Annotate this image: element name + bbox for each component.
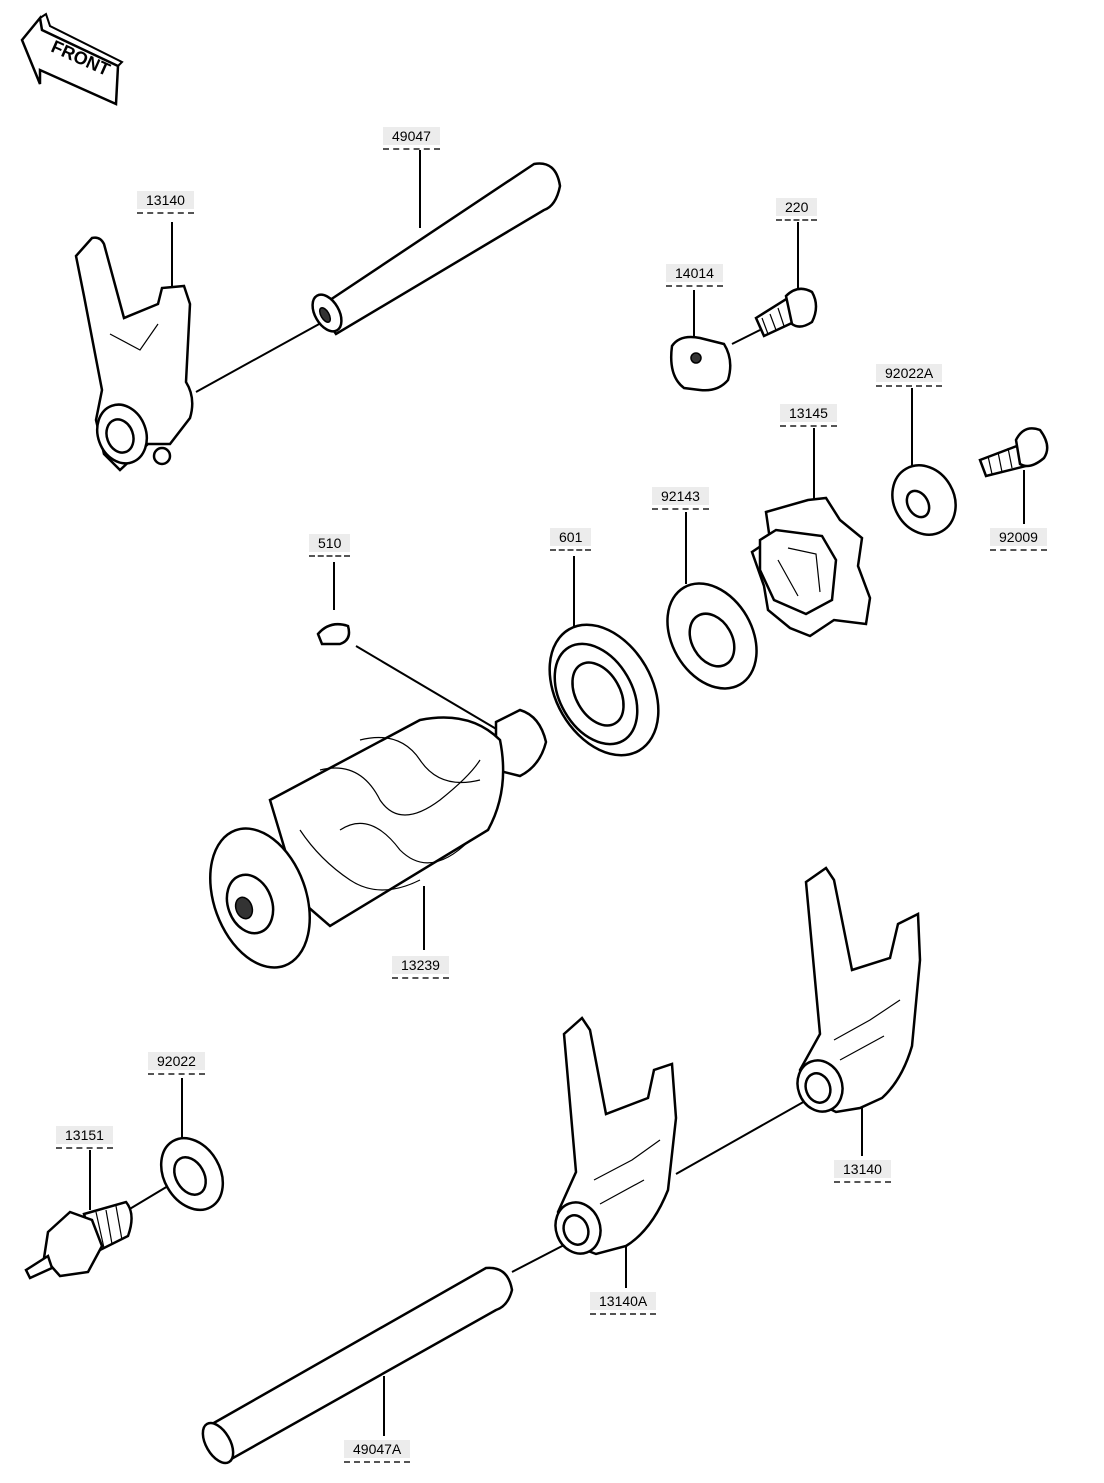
shift-rod-49047A [201,1266,514,1465]
cam-plate-13145 [750,496,872,638]
bearing-601 [548,623,660,757]
leader-lines [89,150,1025,1436]
label-49047A: 49047A [344,1440,411,1463]
ring-92143 [666,582,758,690]
shift-rod-49047 [311,162,562,336]
label-92143: 92143 [652,487,709,510]
shift-fork-13140-bottom [796,866,922,1114]
label-92009: 92009 [990,528,1047,551]
shift-fork-13140-top [74,236,194,472]
label-13140A: 13140A [590,1292,657,1315]
label-49047: 49047 [383,127,440,150]
label-13151: 13151 [56,1126,113,1149]
label-14014: 14014 [666,264,723,287]
label-13145: 13145 [780,404,837,427]
label-13140-top: 13140 [137,191,194,214]
shift-fork-13140A [554,1016,678,1256]
front-arrow-badge: FRONT [20,12,124,106]
label-13239: 13239 [392,956,449,979]
label-220: 220 [776,198,818,221]
shift-drum-13239 [209,708,548,969]
label-92022: 92022 [148,1052,205,1075]
key-510 [316,623,351,646]
bolt-220 [754,287,818,338]
label-13140-bottom: 13140 [834,1160,891,1183]
label-601: 601 [550,528,592,551]
label-510: 510 [309,534,351,557]
screw-92009 [978,427,1049,478]
switch-13151 [24,1200,133,1280]
label-92022A: 92022A [876,364,943,387]
plate-14014 [670,335,732,392]
washer-92022 [159,1136,225,1212]
washer-92022A [891,464,957,536]
